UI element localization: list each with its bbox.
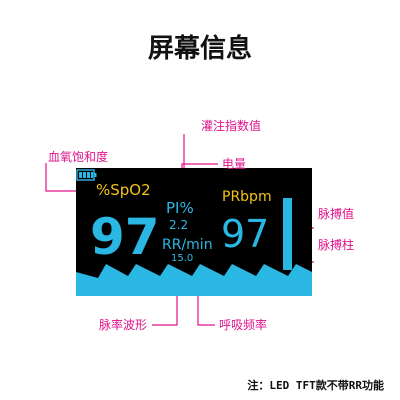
spo2-label: %SpO2	[96, 181, 151, 199]
pulse-bar	[283, 198, 292, 270]
callout-spo2: 血氧饱和度	[48, 150, 109, 164]
spo2-value: 97	[90, 208, 160, 266]
callout-battery: 电量	[222, 157, 247, 171]
oximeter-screen: %SpO2 97 PI% 2.2 RR/min 15.0 PRbpm 97	[76, 168, 312, 296]
callout-pulse-wave: 脉率波形	[99, 318, 148, 332]
pulse-waveform	[76, 264, 312, 296]
battery-icon	[76, 169, 97, 181]
callout-perfusion-index: 灌注指数值	[201, 119, 262, 133]
callout-respiration-rate: 呼吸频率	[219, 318, 268, 332]
callout-pulse-bar: 脉搏柱	[318, 238, 355, 252]
pi-label: PI%	[166, 199, 194, 217]
callout-pulse-value: 脉搏值	[318, 207, 355, 221]
pi-value: 2.2	[169, 218, 189, 232]
pr-label: PRbpm	[222, 189, 272, 205]
rr-value: 15.0	[171, 253, 194, 264]
rr-label: RR/min	[162, 237, 213, 253]
pr-value: 97	[221, 212, 270, 256]
page-title: 屏幕信息	[147, 34, 252, 64]
footnote: 注：LED TFT款不带RR功能	[247, 379, 384, 392]
